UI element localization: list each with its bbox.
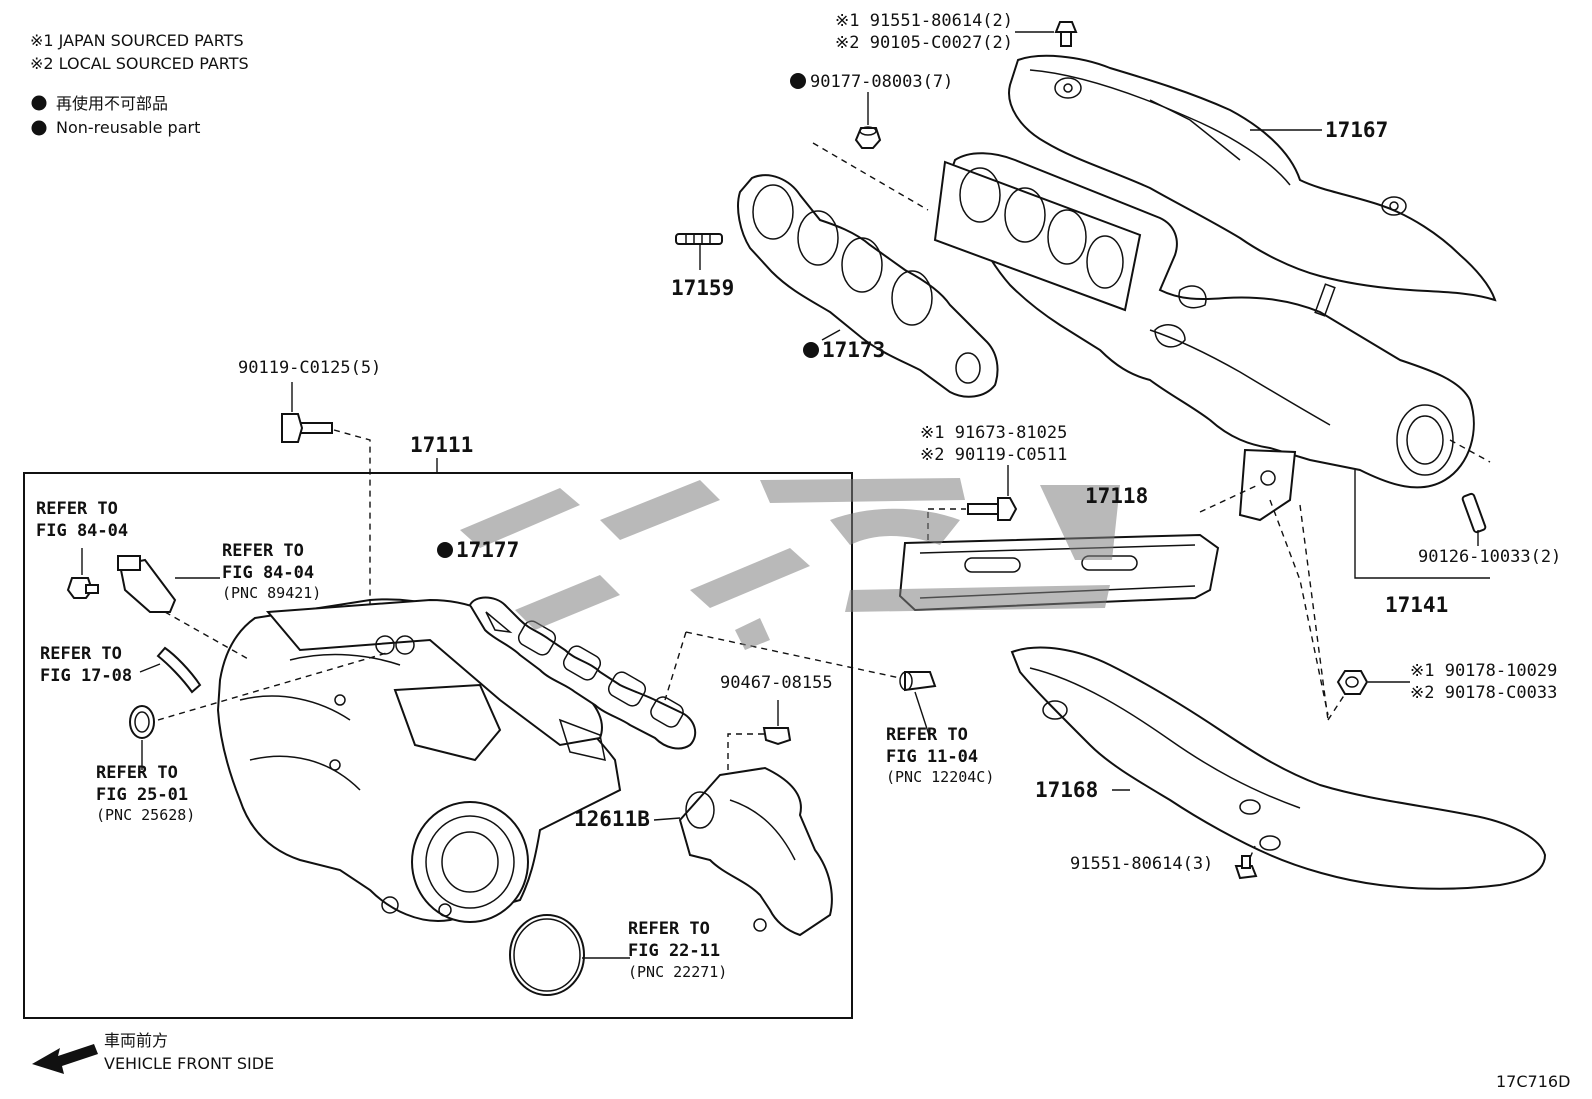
label-12611b: 12611B bbox=[574, 807, 650, 831]
protector-12611b bbox=[653, 766, 833, 937]
stud-17159 bbox=[675, 233, 723, 270]
ref-84-04-b-line1: REFER TO bbox=[222, 541, 304, 561]
label-17159: 17159 bbox=[671, 276, 734, 300]
ref-22-11-line1: REFER TO bbox=[628, 919, 710, 939]
gasket-17177 bbox=[468, 596, 901, 750]
ref-84-04-a-line2: FIG 84-04 bbox=[36, 521, 128, 541]
label-90178-2: ※2 90178-C0033 bbox=[1410, 683, 1557, 703]
bolt-91551-bottom bbox=[1234, 845, 1258, 880]
ref-25-01-line2: FIG 25-01 bbox=[96, 785, 188, 805]
non-reusable-dot-icon bbox=[790, 73, 806, 89]
label-90467: 90467-08155 bbox=[720, 673, 833, 693]
label-17168: 17168 bbox=[1035, 778, 1098, 802]
ref-11-04-line2: FIG 11-04 bbox=[886, 747, 978, 767]
assembly-17111-box bbox=[23, 472, 853, 1019]
label-91551-top-1: ※1 91551-80614(2) bbox=[835, 11, 1013, 31]
ref-84-04-b-line2: FIG 84-04 bbox=[222, 563, 314, 583]
sensor-89421 bbox=[117, 555, 251, 661]
ref-84-04-b-pnc: (PNC 89421) bbox=[222, 584, 321, 602]
gasket-17173 bbox=[737, 174, 999, 398]
legend-note-japan: ※1 JAPAN SOURCED PARTS bbox=[30, 31, 244, 50]
nut-90177 bbox=[812, 92, 929, 211]
ref-17-08-line1: REFER TO bbox=[40, 644, 122, 664]
bolt-84-04 bbox=[66, 548, 99, 599]
label-17167: 17167 bbox=[1325, 118, 1388, 142]
label-91551-top-2: ※2 90105-C0027(2) bbox=[835, 33, 1013, 53]
label-17177: 17177 bbox=[456, 538, 519, 562]
non-reusable-dot-icon bbox=[31, 95, 47, 111]
label-91673-1: ※1 91673-81025 bbox=[920, 423, 1067, 443]
non-reusable-dot-icon bbox=[437, 542, 453, 558]
ref-11-04-pnc: (PNC 12204C) bbox=[886, 768, 994, 786]
diagram-code: 17C716D bbox=[1496, 1072, 1570, 1091]
front-label-ja: 車両前方 bbox=[104, 1031, 168, 1050]
heat-insulator-17167 bbox=[1008, 54, 1497, 302]
ref-22-11-pnc: (PNC 22271) bbox=[628, 963, 727, 981]
legend-non-reusable-ja: 再使用不可部品 bbox=[56, 94, 168, 113]
front-arrow-icon bbox=[32, 1044, 98, 1074]
bolt-91551-top bbox=[1015, 21, 1078, 47]
bolt-91673 bbox=[927, 465, 1018, 540]
fitting-90467 bbox=[899, 671, 937, 739]
non-reusable-dot-icon bbox=[31, 120, 47, 136]
label-90177: 90177-08003(7) bbox=[810, 72, 953, 92]
label-17173: 17173 bbox=[822, 338, 885, 362]
nut-90178 bbox=[1299, 504, 1410, 721]
label-91673-2: ※2 90119-C0511 bbox=[920, 445, 1067, 465]
ref-25-01-pnc: (PNC 25628) bbox=[96, 806, 195, 824]
label-90119-c0125: 90119-C0125(5) bbox=[238, 358, 381, 378]
legend-note-local: ※2 LOCAL SOURCED PARTS bbox=[30, 54, 249, 73]
non-reusable-dot-icon bbox=[803, 342, 819, 358]
front-label-en: VEHICLE FRONT SIDE bbox=[104, 1054, 274, 1073]
vehicle-front-indicator: 車両前方 VEHICLE FRONT SIDE bbox=[32, 1031, 274, 1074]
bolt-90119-c0125 bbox=[281, 382, 371, 605]
exhaust-manifold-17141 bbox=[933, 152, 1475, 522]
ref-22-11-line2: FIG 22-11 bbox=[628, 941, 720, 961]
clip-90467-08155 bbox=[727, 700, 792, 790]
hose-17-08 bbox=[139, 646, 202, 694]
ref-17-08-line2: FIG 17-08 bbox=[40, 666, 132, 686]
ref-84-04-a-line1: REFER TO bbox=[36, 499, 118, 519]
label-17141: 17141 bbox=[1385, 593, 1448, 617]
label-17118: 17118 bbox=[1085, 484, 1148, 508]
label-90126: 90126-10033(2) bbox=[1418, 547, 1561, 567]
legend: ※1 JAPAN SOURCED PARTS ※2 LOCAL SOURCED … bbox=[30, 31, 249, 137]
label-90178-1: ※1 90178-10029 bbox=[1410, 661, 1557, 681]
ref-11-04-line1: REFER TO bbox=[886, 725, 968, 745]
legend-non-reusable-en: Non-reusable part bbox=[56, 118, 200, 137]
label-17111: 17111 bbox=[410, 433, 473, 457]
ref-25-01-line1: REFER TO bbox=[96, 763, 178, 783]
label-91551-bottom: 91551-80614(3) bbox=[1070, 854, 1213, 874]
stud-90126 bbox=[1449, 439, 1491, 546]
watermark-logo bbox=[460, 478, 1120, 650]
ring-25628 bbox=[129, 651, 391, 770]
heat-insulator-17168 bbox=[1010, 646, 1547, 890]
o-ring-22271 bbox=[509, 914, 630, 996]
